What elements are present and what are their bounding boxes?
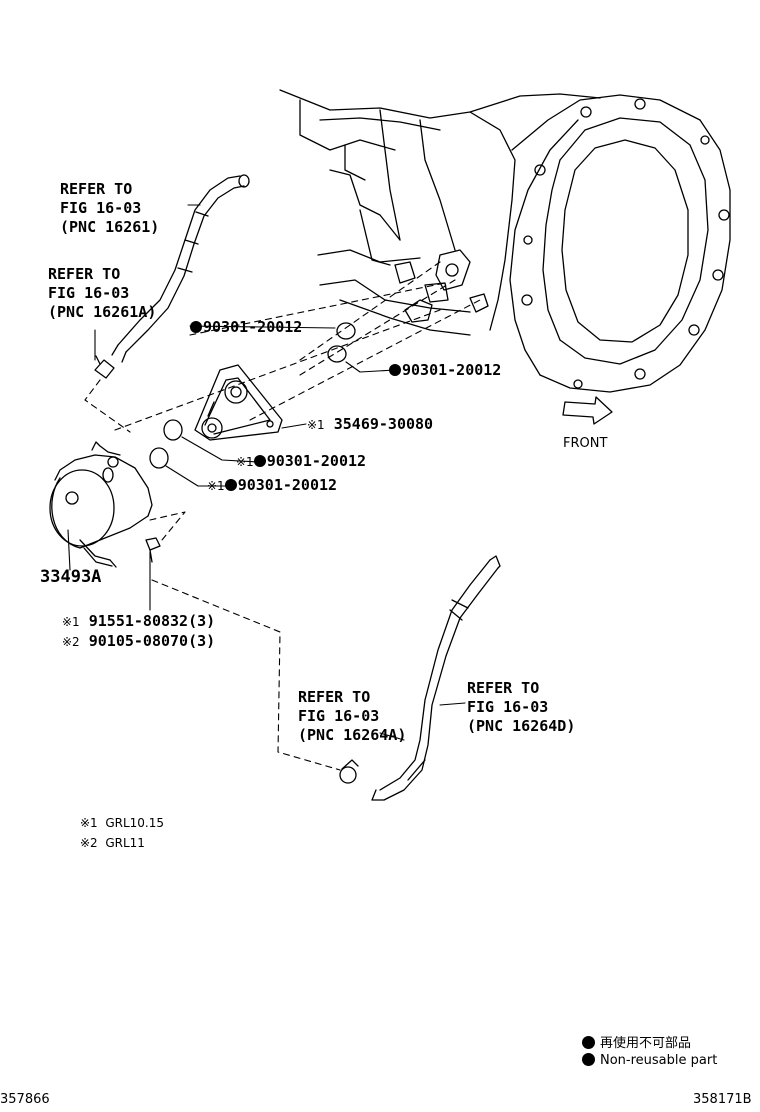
ref-line: (PNC 16261A): [48, 303, 157, 321]
part-bolt-1: ※1 91551-80832(3): [62, 612, 215, 632]
ref-line: (PNC 16264A): [298, 726, 407, 744]
front-arrow-icon: [562, 396, 613, 425]
non-reusable-dot-icon: [389, 364, 401, 376]
note-mark: ※1: [307, 418, 325, 432]
non-reusable-dot-icon: [253, 455, 266, 467]
part-oring-a: 90301-20012: [190, 318, 302, 337]
part-adapter: ※1 35469-30080: [307, 415, 433, 435]
part-oring-c: ※1 90301-20012: [236, 452, 366, 472]
legend-text: Non-reusable part: [600, 1053, 718, 1068]
oil-cooler: [49, 441, 153, 568]
ref-line: FIG 16-03: [60, 199, 142, 217]
note-mark: ※1: [80, 816, 98, 830]
illustration-id-right: 358171B: [693, 1092, 752, 1107]
non-reusable-dot-icon: [224, 479, 237, 491]
note-mark: ※1: [236, 455, 254, 469]
front-label: FRONT: [563, 436, 608, 451]
note-1: ※1 GRL10.15: [80, 816, 164, 830]
part-oring-d: ※1 90301-20012: [207, 476, 337, 496]
non-reusable-dot-icon: [190, 321, 202, 333]
adapter-plate: [194, 364, 283, 441]
part-number: 90301-20012: [402, 361, 502, 379]
part-number: 90105-08070(3): [88, 632, 216, 650]
bolt: [145, 537, 161, 563]
ref-line: (PNC 16264D): [467, 717, 576, 735]
part-oring-b: 90301-20012: [389, 361, 501, 380]
legend-en: Non-reusable part: [582, 1053, 717, 1068]
upper-hose: [111, 174, 250, 363]
part-number: 90301-20012: [237, 476, 338, 494]
part-number: 33493A: [40, 567, 102, 587]
part-number: 35469-30080: [333, 415, 434, 433]
part-number: 90301-20012: [203, 318, 303, 336]
non-reusable-dot-icon: [582, 1053, 595, 1066]
upper-clamp: [94, 355, 115, 379]
non-reusable-dot-icon: [582, 1036, 595, 1049]
ref-line: FIG 16-03: [48, 284, 130, 302]
note-text: GRL11: [105, 836, 145, 850]
part-number: 90301-20012: [266, 452, 367, 470]
ref-line: (PNC 16261): [60, 218, 160, 236]
note-text: GRL10.15: [105, 816, 165, 830]
lower-hose: [371, 555, 501, 801]
ref-line: REFER TO: [60, 180, 133, 198]
note-mark: ※2: [80, 836, 98, 850]
legend-jp: 再使用不可部品: [582, 1032, 691, 1051]
note-mark: ※2: [62, 635, 80, 649]
part-number: 91551-80832(3): [88, 612, 216, 630]
note-2: ※2 GRL11: [80, 836, 145, 850]
legend-text: 再使用不可部品: [600, 1036, 692, 1051]
part-bolt-2: ※2 90105-08070(3): [62, 632, 215, 652]
ref-line: REFER TO: [298, 688, 371, 706]
illustration-id-left: 357866: [0, 1092, 50, 1107]
ref-line: REFER TO: [48, 265, 121, 283]
ref-line: REFER TO: [467, 679, 540, 697]
ref-line: FIG 16-03: [467, 698, 549, 716]
lower-clamp: [339, 759, 359, 784]
part-cooler: 33493A: [40, 568, 101, 587]
note-mark: ※1: [62, 615, 80, 629]
ref-line: FIG 16-03: [298, 707, 380, 725]
transmission-housing: [279, 89, 731, 393]
note-mark: ※1: [207, 479, 225, 493]
